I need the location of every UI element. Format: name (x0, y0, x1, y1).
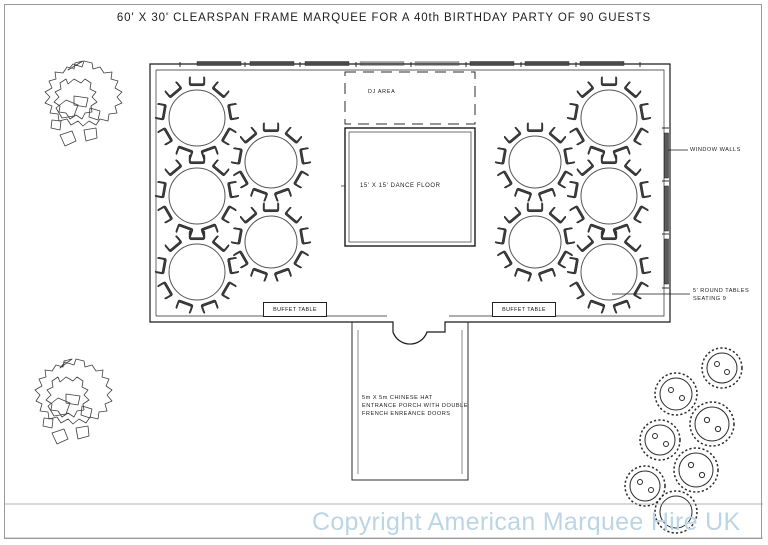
marquee-outer-wall (149, 63, 671, 345)
window-panels-right (664, 132, 669, 285)
table-group (566, 76, 652, 160)
table-group (566, 230, 652, 314)
window-panels-top (196, 61, 625, 66)
buffet-table-right: BUFFET TABLE (492, 302, 556, 317)
wall-ticks-top (179, 62, 641, 67)
round-tables-label-line1: 5' ROUND TABLES (693, 288, 750, 294)
dj-area-label: DJ AREA (368, 89, 396, 95)
wall-ticks-right (662, 127, 669, 289)
table-group (566, 154, 652, 238)
dj-area-zone (344, 71, 476, 125)
tree-top-left-icon (44, 60, 123, 147)
shrub-cluster-bottom-right-icon (624, 347, 743, 534)
dance-floor-label: 15' X 15' DANCE FLOOR (360, 183, 441, 189)
table-group (230, 122, 312, 202)
buffet-table-left: BUFFET TABLE (263, 302, 327, 317)
porch-label: 5m X 5m CHINESE HAT ENTRANCE PORCH WITH … (362, 394, 468, 418)
table-group (230, 202, 312, 282)
page-title: 60' X 30' CLEARSPAN FRAME MARQUEE FOR A … (116, 12, 652, 24)
porch-label-line2: ENTRANCE PORCH WITH DOUBLE (362, 403, 468, 410)
porch-inner-lines (357, 330, 463, 474)
entrance-porch (351, 322, 469, 481)
table-group (154, 154, 240, 238)
table-group (154, 230, 240, 314)
round-tables-label: 5' ROUND TABLES SEATING 9 (693, 287, 749, 303)
tree-bottom-left-icon (34, 358, 113, 445)
round-tables-label-line2: SEATING 9 (693, 296, 727, 303)
copyright-watermark: Copyright American Marquee Hire UK (312, 508, 741, 536)
seating-tables (154, 76, 652, 314)
dance-floor-zone (341, 127, 476, 247)
table-group (494, 122, 576, 202)
porch-label-line1: 5m X 5m CHINESE HAT (362, 395, 433, 401)
table-group (494, 202, 576, 282)
window-walls-label: WINDOW WALLS (690, 147, 741, 153)
porch-label-line3: FRENCH ENREANCE DOORS (362, 411, 451, 418)
table-group (154, 76, 240, 160)
